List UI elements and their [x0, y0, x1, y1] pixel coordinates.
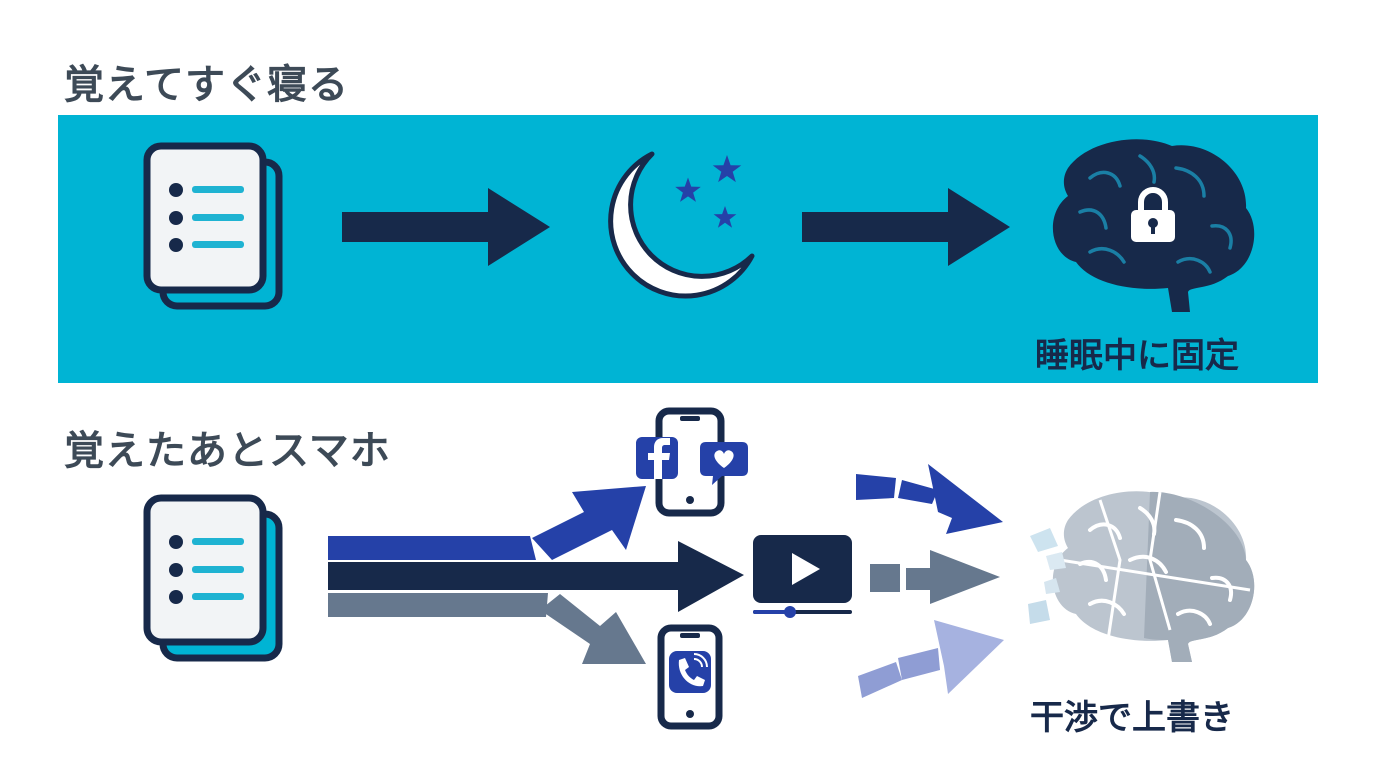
- chat-heart-icon: [700, 442, 748, 485]
- star-icon: [675, 155, 742, 228]
- facebook-icon: [636, 437, 678, 479]
- brain-icon: [1028, 491, 1255, 662]
- play-icon: [792, 553, 820, 585]
- notes-icon: [143, 494, 283, 662]
- arrow-to-moon: [342, 188, 550, 266]
- heading-smartphone: 覚えたあとスマホ: [64, 428, 391, 474]
- notes-icon: [143, 142, 283, 310]
- arrow-to-brain: [802, 188, 1010, 266]
- lock-icon: [1131, 187, 1175, 242]
- heading-sleep: 覚えてすぐ寝る: [64, 62, 349, 108]
- caption-overwritten: 干渉で上書き: [1030, 698, 1234, 738]
- phone-call-icon: [669, 651, 711, 693]
- attention-split-arrows: [328, 486, 744, 664]
- fragmented-arrows: [856, 464, 1004, 698]
- moon-icon: [608, 151, 755, 299]
- caption-consolidated: 睡眠中に固定: [1035, 336, 1239, 376]
